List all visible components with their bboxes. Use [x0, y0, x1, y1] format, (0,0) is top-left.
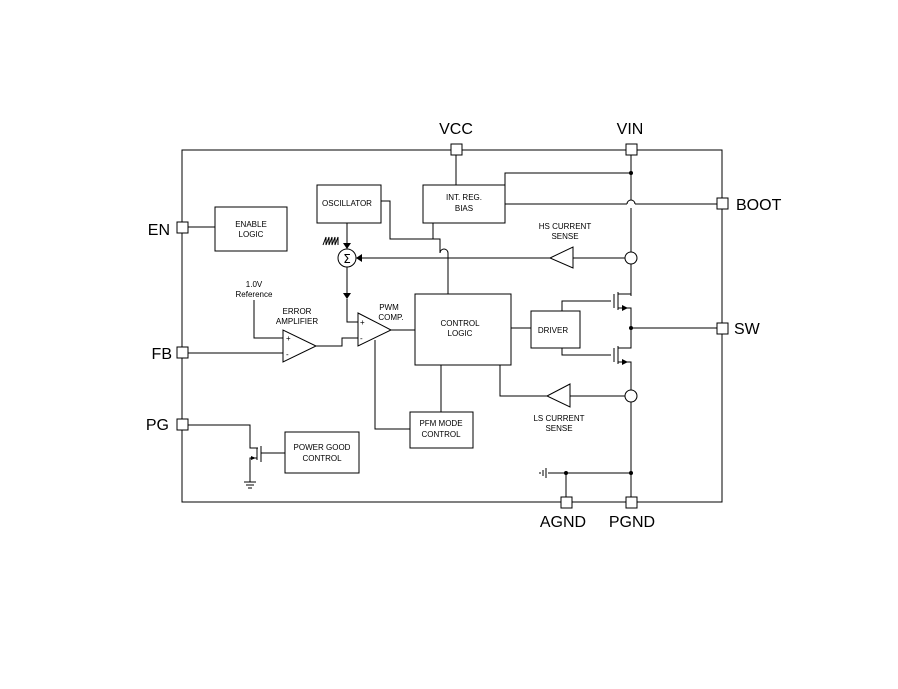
pin-boot-label: BOOT	[736, 197, 782, 214]
pwm-comp-label-2: COMP.	[378, 313, 403, 322]
error-amplifier: + -	[282, 329, 318, 363]
enable-logic-label-1: ENABLE	[235, 220, 267, 229]
error-amplifier-label-1: ERROR	[283, 307, 312, 316]
pin-agnd-label: AGND	[540, 514, 586, 531]
error-amp-minus: -	[286, 350, 289, 359]
oscillator-label: OSCILLATOR	[322, 199, 372, 208]
enable-logic-label-2: LOGIC	[239, 230, 264, 239]
pwm-comp-minus: -	[360, 334, 363, 343]
reference-label-1: 1.0V	[246, 280, 263, 289]
pin-en-label: EN	[148, 222, 170, 239]
power-good-label-1: POWER GOOD	[294, 443, 351, 452]
pin-vcc: VCC	[439, 121, 473, 156]
hs-current-sense-label-2: SENSE	[551, 232, 578, 241]
power-good-label-2: CONTROL	[302, 454, 342, 463]
pwm-comp-label-1: PWM	[379, 303, 399, 312]
int-reg-bias-label-1: INT. REG.	[446, 193, 482, 202]
int-reg-bias-block: INT. REG. BIAS	[422, 184, 506, 224]
error-amp-plus: +	[286, 334, 291, 343]
pin-vin-label: VIN	[617, 121, 644, 138]
pwm-comparator: + -	[357, 312, 393, 347]
pfm-mode-label-2: CONTROL	[421, 430, 461, 439]
pin-boot: BOOT	[716, 197, 782, 214]
pwm-comp-plus: +	[360, 318, 365, 327]
sawtooth-icon	[322, 236, 339, 246]
hs-current-sense-label-1: HS CURRENT	[539, 222, 592, 231]
summing-junction: Σ	[337, 248, 357, 268]
pin-pg-label: PG	[146, 417, 169, 434]
pin-sw-label: SW	[734, 321, 761, 338]
hs-current-sense-amp	[548, 246, 574, 269]
pfm-mode-label-1: PFM MODE	[419, 419, 462, 428]
control-logic-label-1: CONTROL	[440, 319, 480, 328]
control-logic-label-2: LOGIC	[448, 329, 473, 338]
wires	[188, 155, 717, 497]
control-logic-block: CONTROL LOGIC	[414, 293, 512, 366]
ls-sense-node	[624, 389, 638, 403]
pfm-mode-control-block: PFM MODE CONTROL	[409, 411, 474, 449]
hs-sense-node	[624, 251, 638, 265]
pin-fb: FB	[152, 346, 189, 363]
power-good-control-block: POWER GOOD CONTROL	[284, 431, 360, 474]
error-amplifier-label-2: AMPLIFIER	[276, 317, 318, 326]
int-reg-bias-label-2: BIAS	[455, 204, 473, 213]
pin-pg: PG	[146, 417, 189, 434]
ls-current-sense-label-2: SENSE	[545, 424, 572, 433]
driver-label: DRIVER	[538, 326, 568, 335]
sum-symbol: Σ	[343, 252, 351, 266]
ls-current-sense-label-1: LS CURRENT	[533, 414, 584, 423]
ls-current-sense-amp	[545, 383, 571, 408]
enable-logic-block: ENABLE LOGIC	[214, 206, 288, 252]
pin-fb-label: FB	[152, 346, 172, 363]
reference-label-2: Reference	[236, 290, 273, 299]
pin-pgnd-label: PGND	[609, 514, 655, 531]
pin-sw: SW	[716, 321, 761, 338]
oscillator-block: OSCILLATOR	[316, 184, 382, 224]
driver-block: DRIVER	[530, 310, 581, 349]
pin-vcc-label: VCC	[439, 121, 473, 138]
